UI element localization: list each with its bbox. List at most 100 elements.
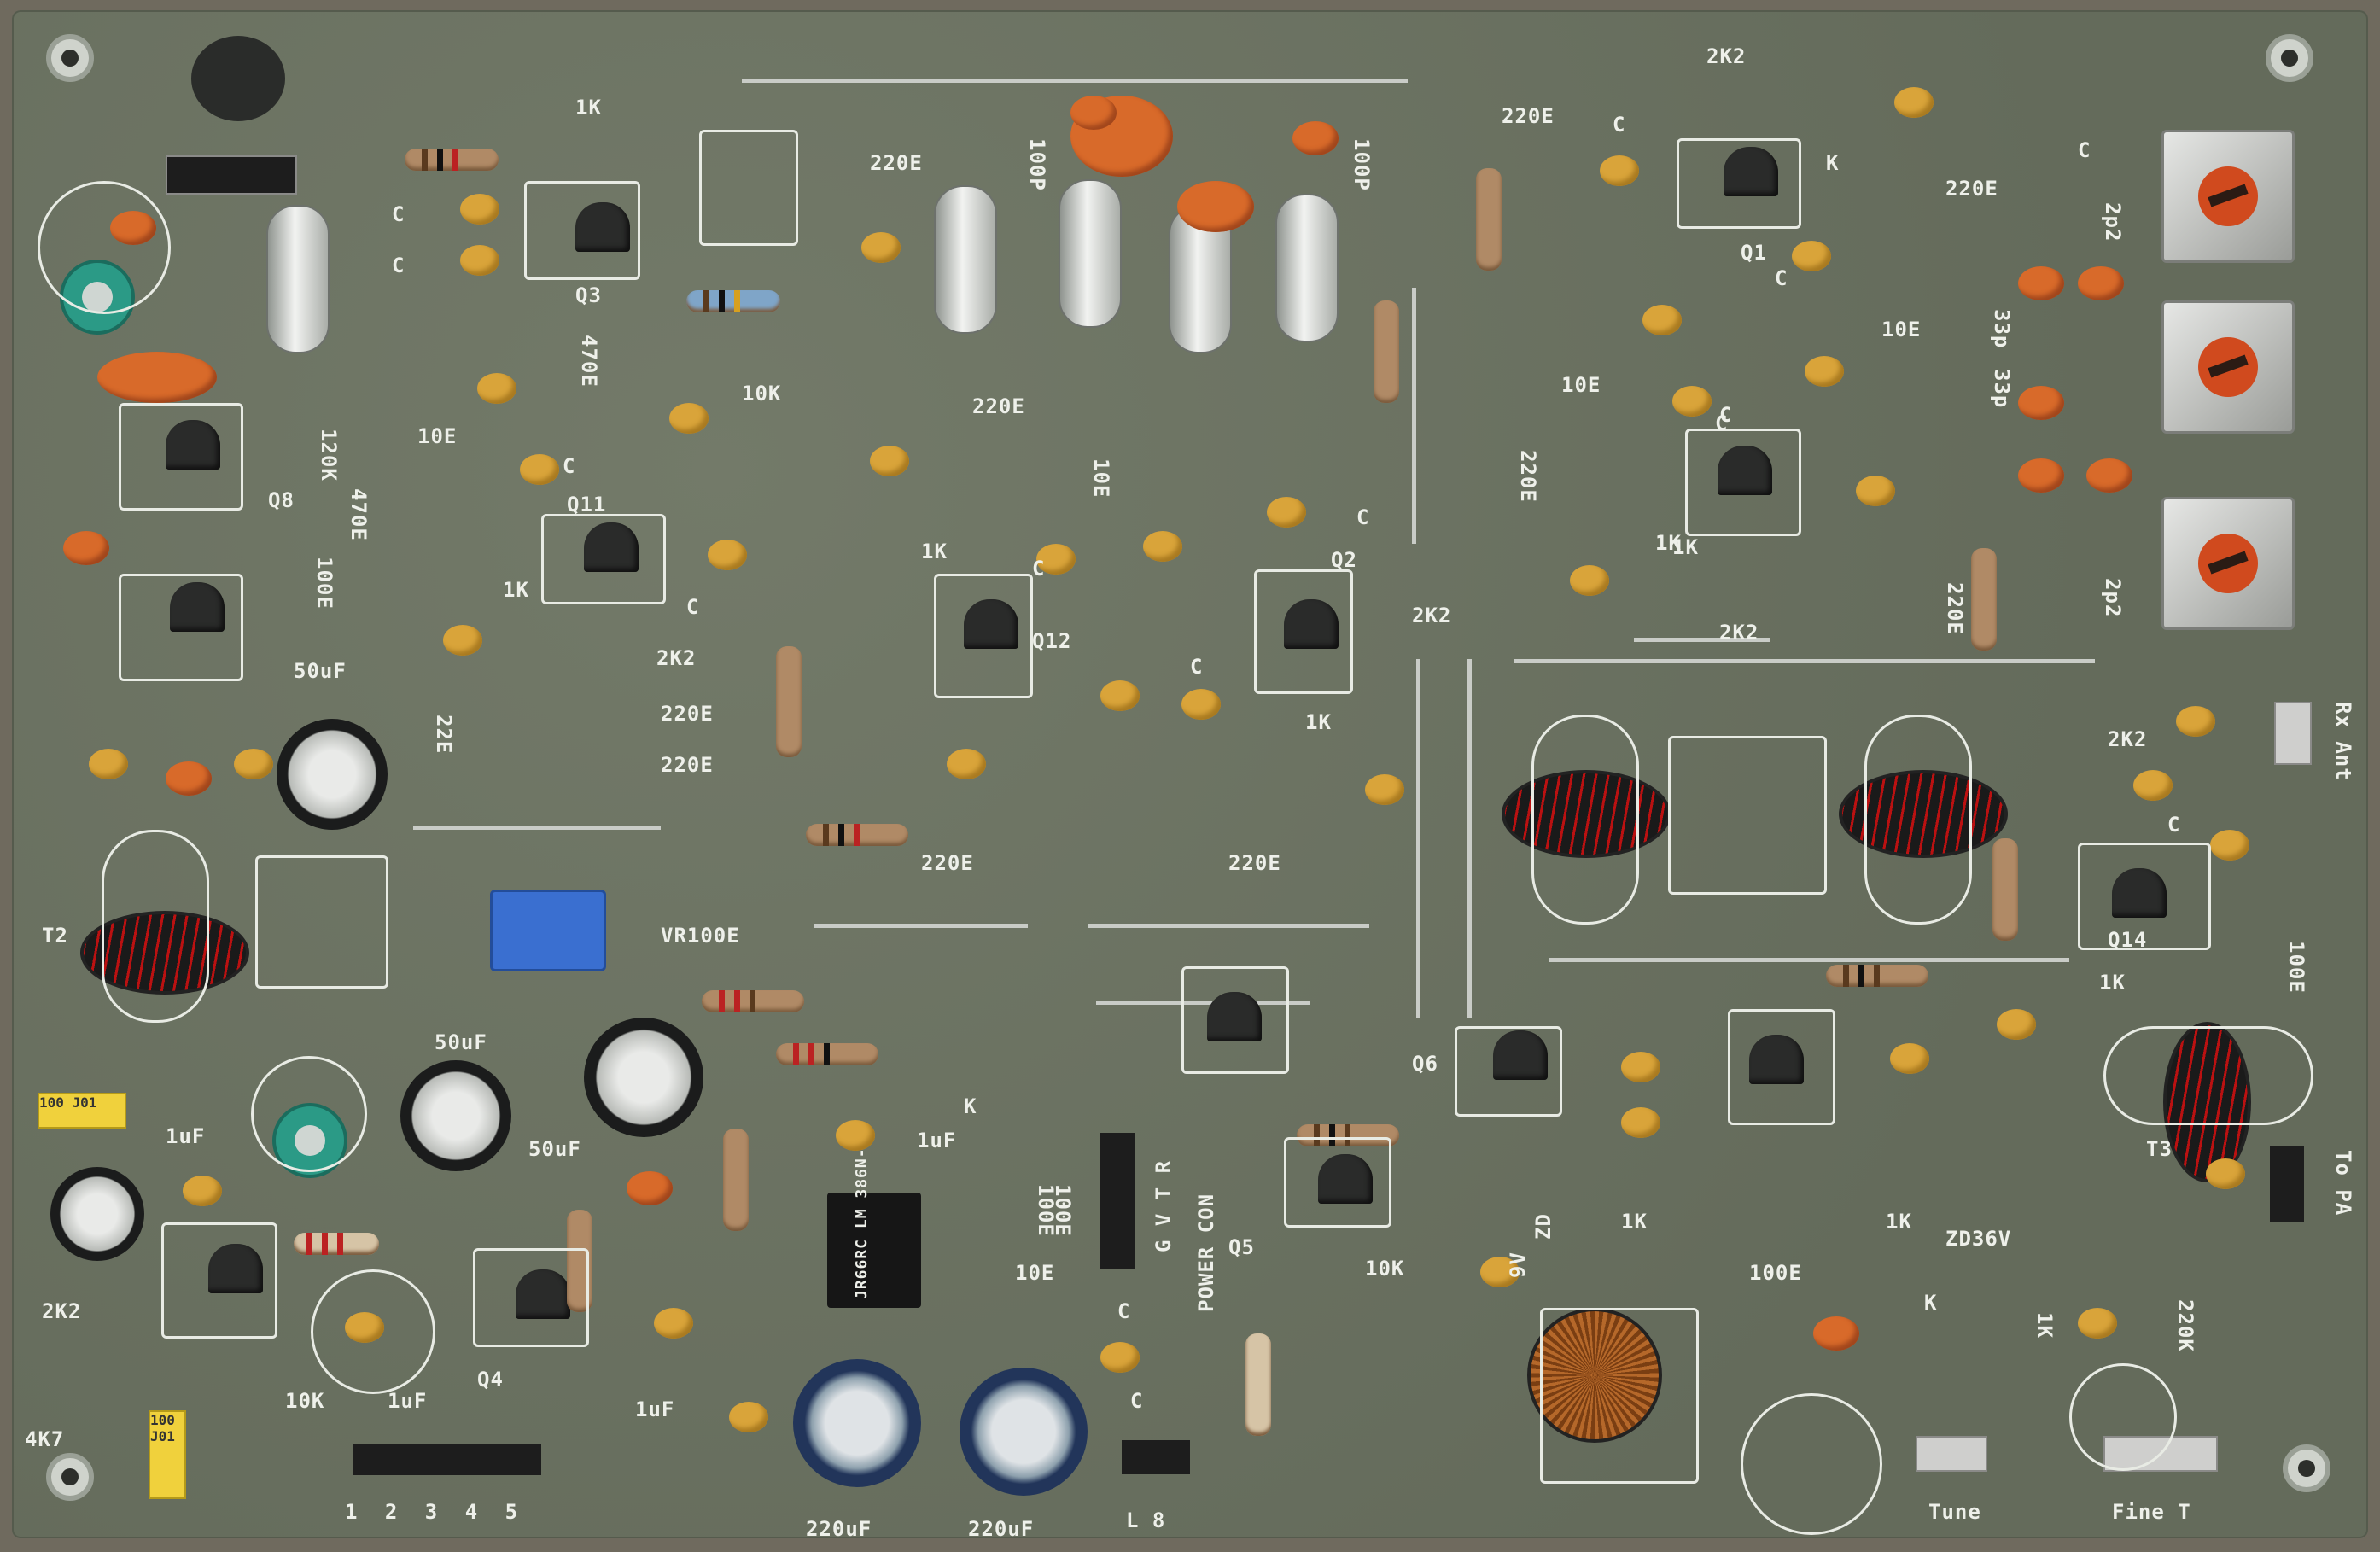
footprint-outline <box>119 574 243 681</box>
ceramic-capacitor <box>63 531 109 565</box>
mounting-hole <box>2283 1444 2330 1492</box>
silk-label: 100E <box>312 557 336 610</box>
rx-ant-connector[interactable] <box>2274 702 2312 765</box>
footprint-outline <box>1728 1009 1835 1125</box>
vr100e-potentiometer[interactable] <box>490 890 606 971</box>
silk-label: C <box>392 254 405 277</box>
footprint-outline <box>161 1222 277 1339</box>
transistor <box>1284 599 1339 649</box>
silk-label: 10E <box>1015 1261 1055 1285</box>
silk-label: 470E <box>577 335 601 388</box>
transistor <box>584 522 639 572</box>
silk-label: 10E <box>1561 373 1601 397</box>
silk-label: 220E <box>661 753 714 777</box>
silk-label: Q8 <box>268 488 295 512</box>
silk-label: 1uF <box>917 1129 957 1152</box>
ceramic-capacitor <box>1181 689 1221 720</box>
footprint-outline <box>1685 429 1801 536</box>
silk-label: 1K <box>1621 1210 1648 1234</box>
silk-label: POWER CON <box>1194 1193 1218 1312</box>
ceramic-capacitor <box>1570 565 1609 596</box>
electrolytic-capacitor <box>400 1060 511 1171</box>
jumper-wire <box>413 826 661 830</box>
ceramic-capacitor <box>1621 1107 1660 1138</box>
ceramic-capacitor <box>1600 155 1639 186</box>
ceramic-capacitor <box>947 749 986 779</box>
silk-label: Fine T <box>2112 1500 2191 1524</box>
header-l8 <box>1122 1440 1190 1474</box>
silk-label: K <box>964 1094 977 1118</box>
silk-label: G V T R <box>1152 1159 1175 1252</box>
electrolytic-capacitor <box>277 719 388 830</box>
footprint-outline <box>1540 1308 1699 1484</box>
tune-connector[interactable] <box>1916 1436 1987 1472</box>
footprint-outline <box>311 1269 435 1394</box>
ceramic-capacitor <box>654 1308 693 1339</box>
ceramic-capacitor <box>2018 266 2064 300</box>
silk-label: ZD36V <box>1945 1227 2012 1251</box>
ceramic-capacitor <box>2176 706 2215 737</box>
silk-label: Q11 <box>567 493 607 516</box>
silk-label: C <box>1190 655 1204 679</box>
transistor <box>1493 1030 1548 1080</box>
silk-label: 220E <box>870 151 923 175</box>
pin-header <box>166 155 297 195</box>
silk-label: 220E <box>1502 104 1555 128</box>
transistor <box>170 582 225 632</box>
pcb-board: JR66RC LM 386N-4 100 J01 100 J01 <box>12 10 2368 1541</box>
resistor <box>1992 838 2018 941</box>
silk-label: 220E <box>1228 851 1281 875</box>
resistor <box>776 1043 878 1065</box>
transistor <box>2112 868 2167 918</box>
amplifier-ic <box>827 1193 921 1308</box>
ceramic-capacitor <box>1365 774 1404 805</box>
ceramic-capacitor <box>836 1120 875 1151</box>
silk-label: 100P <box>1350 138 1374 191</box>
ceramic-capacitor <box>1100 1342 1140 1373</box>
ceramic-capacitor <box>183 1176 222 1206</box>
silk-label: C <box>1117 1299 1131 1323</box>
silk-label: 1K <box>575 96 602 120</box>
ceramic-capacitor <box>1143 531 1182 562</box>
ceramic-capacitor <box>97 352 217 403</box>
header-12345 <box>353 1444 541 1475</box>
ceramic-capacitor <box>2133 770 2173 801</box>
jumper-wire <box>1634 638 1770 642</box>
footprint-outline <box>699 130 798 246</box>
silk-label: T2 <box>42 924 68 948</box>
footprint-outline <box>102 830 209 1023</box>
silk-label: C <box>1613 113 1626 137</box>
silk-label: 2K2 <box>1706 44 1747 68</box>
to-pa-connector[interactable] <box>2270 1146 2304 1222</box>
resistor <box>405 149 499 171</box>
ceramic-capacitor <box>1805 356 1844 387</box>
silk-label: 9V <box>1506 1252 1530 1278</box>
silk-label: 33p <box>1990 369 2014 409</box>
silk-label: C <box>1356 505 1370 529</box>
ceramic-capacitor <box>2086 458 2132 493</box>
silk-label: C <box>1775 266 1788 290</box>
if-transformer <box>2161 130 2295 263</box>
silk-label: 1K <box>1305 710 1332 734</box>
transistor <box>1718 446 1772 495</box>
silk-label: C <box>1130 1389 1144 1413</box>
ceramic-capacitor <box>2078 1308 2117 1339</box>
resistor <box>1826 965 1928 987</box>
silk-label: 1K <box>1655 531 1682 555</box>
ceramic-capacitor <box>2078 266 2124 300</box>
silk-label: 220E <box>1943 582 1967 635</box>
silk-label: 10K <box>285 1389 325 1413</box>
ceramic-capacitor <box>443 625 482 656</box>
ceramic-capacitor <box>460 194 499 225</box>
silk-label: C <box>1032 557 1046 581</box>
footprint-outline <box>1181 966 1289 1074</box>
ceramic-capacitor <box>2018 386 2064 420</box>
electrolytic-capacitor <box>960 1368 1088 1496</box>
footprint-outline <box>934 574 1033 698</box>
jumper-wire <box>1412 288 1416 544</box>
silk-label: 100E <box>2284 941 2308 994</box>
transistor <box>166 420 220 470</box>
ceramic-capacitor <box>1036 544 1076 575</box>
silk-label: 220E <box>921 851 974 875</box>
footprint-outline <box>251 1056 367 1172</box>
